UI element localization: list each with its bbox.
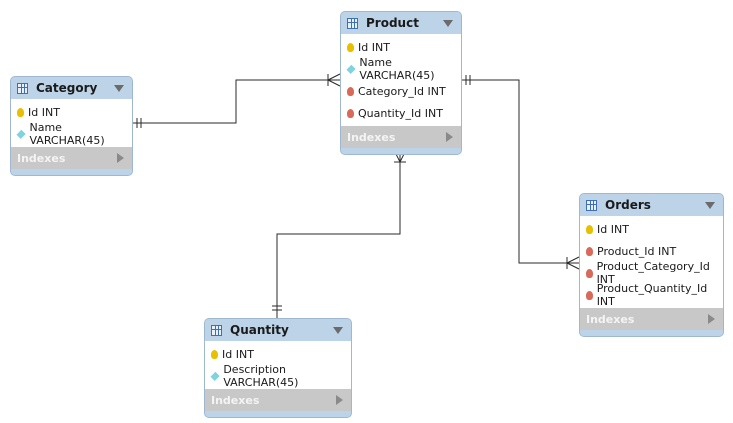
collapse-icon[interactable]: [333, 326, 343, 334]
foreign-key-icon: [586, 268, 593, 278]
entity-title: Orders: [605, 198, 651, 212]
column-row[interactable]: Product_Category_Id INT: [580, 260, 723, 286]
column-label: Id INT: [28, 105, 60, 119]
entity-footer: [11, 169, 132, 175]
collapse-icon[interactable]: [705, 201, 715, 209]
expand-icon[interactable]: [446, 132, 453, 142]
attribute-icon: [346, 64, 356, 74]
expand-icon[interactable]: [708, 314, 715, 324]
primary-key-icon: [586, 224, 593, 234]
entity-title: Quantity: [230, 323, 289, 337]
column-row[interactable]: Product_Quantity_Id INT: [580, 282, 723, 308]
entity-title: Category: [36, 81, 98, 95]
primary-key-icon: [17, 107, 24, 117]
expand-icon[interactable]: [336, 395, 343, 405]
column-row[interactable]: Id INT: [205, 343, 351, 365]
entity-category[interactable]: Category Id INT Name VARCHAR(45) Indexes: [10, 76, 133, 176]
primary-key-icon: [211, 349, 218, 359]
indexes-section[interactable]: Indexes: [11, 147, 132, 169]
column-label: Name VARCHAR(45): [29, 121, 105, 147]
entity-product[interactable]: Product Id INT Name VARCHAR(45) Category…: [340, 11, 462, 155]
indexes-section[interactable]: Indexes: [341, 126, 461, 148]
column-row[interactable]: Category_Id INT: [341, 80, 461, 102]
entity-footer: [341, 148, 461, 154]
entity-title: Product: [366, 16, 419, 30]
primary-key-icon: [347, 42, 354, 52]
indexes-label: Indexes: [17, 151, 66, 165]
column-label: Id INT: [358, 40, 390, 54]
column-label: Product_Quantity_Id INT: [596, 282, 708, 308]
column-label: Id INT: [597, 222, 629, 236]
column-label: Id INT: [222, 347, 254, 361]
indexes-label: Indexes: [347, 130, 396, 144]
table-icon: [347, 17, 358, 29]
column-label: Product_Id INT: [597, 244, 677, 258]
entity-header[interactable]: Orders: [580, 194, 723, 216]
column-row[interactable]: Product_Id INT: [580, 240, 723, 262]
entity-footer: [205, 411, 351, 417]
relationship-category-product: [131, 73, 341, 128]
attribute-icon: [16, 129, 26, 139]
column-label: Category_Id INT: [358, 84, 446, 98]
column-row[interactable]: Id INT: [341, 36, 461, 58]
columns-list: Id INT Product_Id INT Product_Category_I…: [580, 216, 723, 308]
foreign-key-icon: [347, 108, 354, 118]
attribute-icon: [210, 371, 220, 381]
columns-list: Id INT Name VARCHAR(45) Category_Id INT …: [341, 34, 461, 126]
relationship-product-orders: [460, 75, 580, 270]
foreign-key-icon: [347, 86, 354, 96]
entity-quantity[interactable]: Quantity Id INT Description VARCHAR(45) …: [204, 318, 352, 418]
foreign-key-icon: [586, 246, 593, 256]
entity-header[interactable]: Quantity: [205, 319, 351, 341]
column-row[interactable]: Quantity_Id INT: [341, 102, 461, 124]
expand-icon[interactable]: [117, 153, 124, 163]
column-label: Name VARCHAR(45): [359, 56, 435, 82]
relationship-quantity-product: [272, 149, 407, 318]
indexes-label: Indexes: [586, 312, 635, 326]
columns-list: Id INT Name VARCHAR(45): [11, 99, 132, 147]
entity-footer: [580, 330, 723, 336]
entity-header[interactable]: Category: [11, 77, 132, 99]
table-icon: [211, 324, 222, 336]
column-label: Product_Category_Id INT: [596, 260, 710, 286]
table-icon: [586, 199, 597, 211]
entity-header[interactable]: Product: [341, 12, 461, 34]
indexes-section[interactable]: Indexes: [205, 389, 351, 411]
column-label: Quantity_Id INT: [358, 106, 443, 120]
columns-list: Id INT Description VARCHAR(45): [205, 341, 351, 389]
column-label: Description VARCHAR(45): [223, 363, 299, 389]
column-row[interactable]: Name VARCHAR(45): [11, 121, 132, 147]
entity-orders[interactable]: Orders Id INT Product_Id INT Product_Cat…: [579, 193, 724, 337]
indexes-label: Indexes: [211, 393, 260, 407]
column-row[interactable]: Id INT: [580, 218, 723, 240]
column-row[interactable]: Name VARCHAR(45): [341, 56, 461, 82]
column-row[interactable]: Description VARCHAR(45): [205, 363, 351, 389]
collapse-icon[interactable]: [114, 84, 124, 92]
table-icon: [17, 82, 28, 94]
column-row[interactable]: Id INT: [11, 101, 132, 123]
indexes-section[interactable]: Indexes: [580, 308, 723, 330]
foreign-key-icon: [586, 290, 593, 300]
collapse-icon[interactable]: [443, 19, 453, 27]
